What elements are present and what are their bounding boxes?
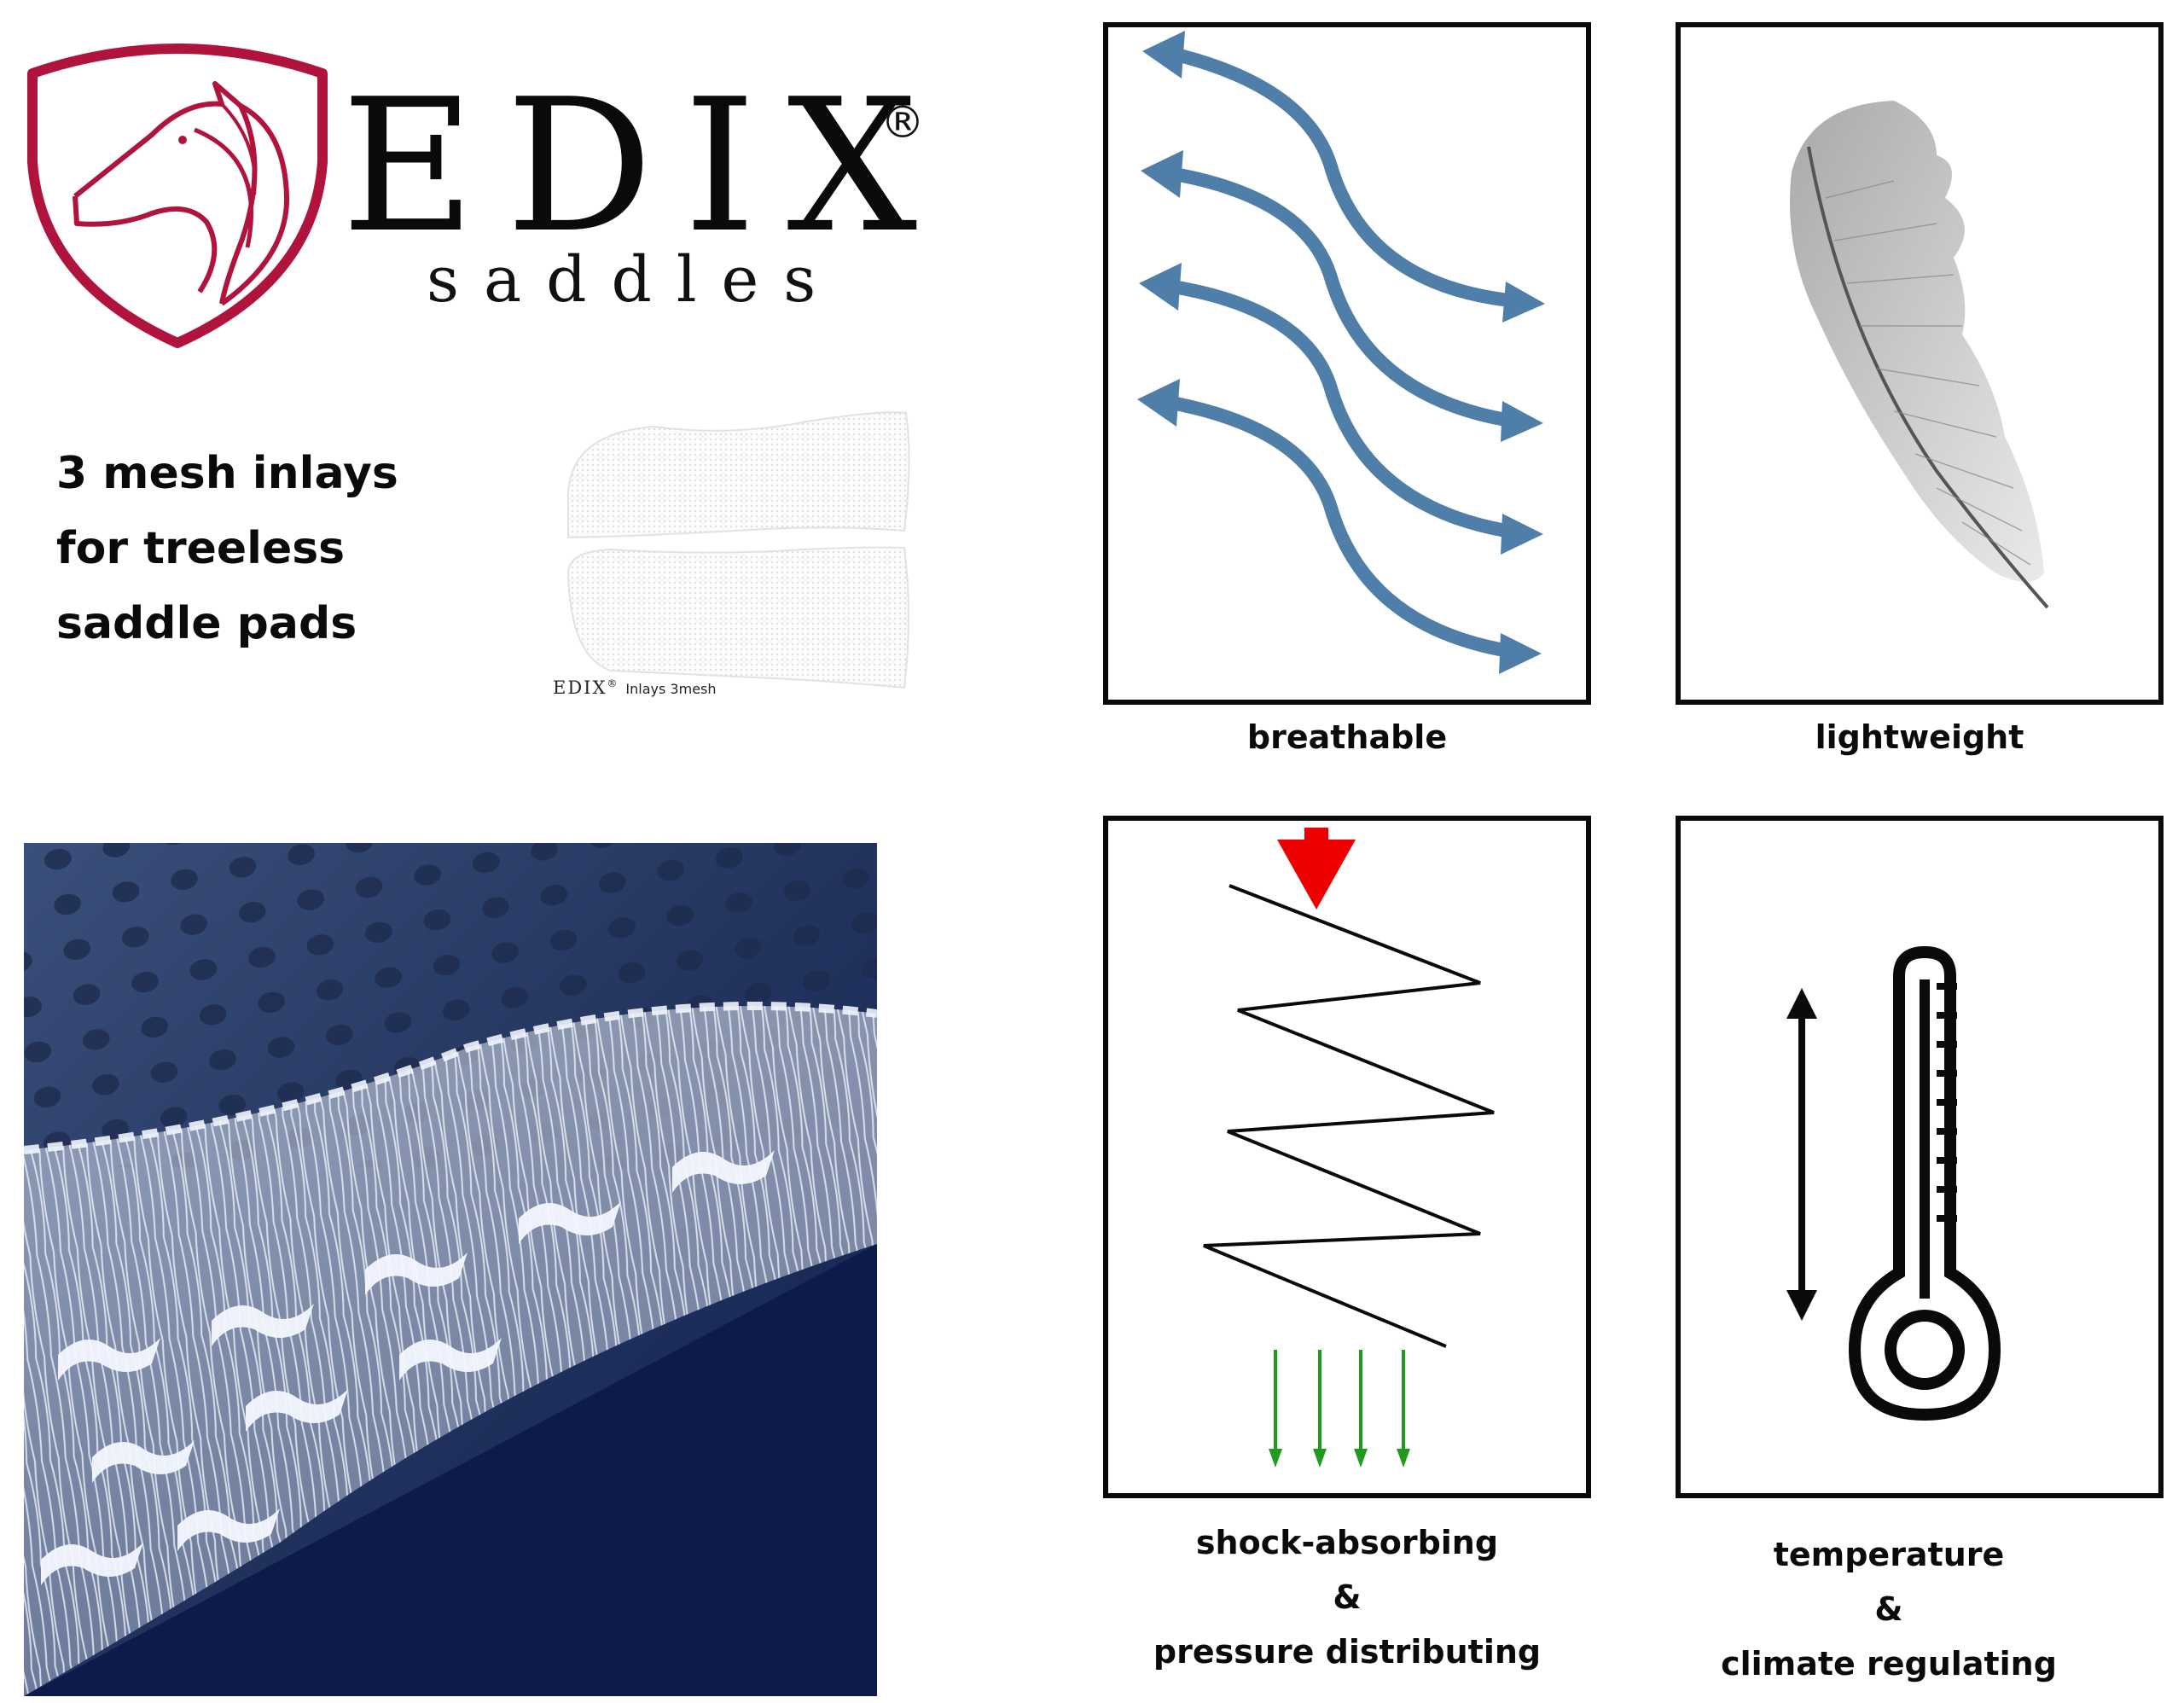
- temperature-label: temperature & climate regulating: [1676, 1527, 2102, 1698]
- temp-label-line-3: climate regulating: [1721, 1645, 2057, 1683]
- tagline-line-1: 3 mesh inlays: [56, 448, 398, 499]
- mesh-inlays-illustration: [566, 411, 910, 689]
- mesh-closeup-photo: [24, 843, 877, 1696]
- brand-name: EDIX: [341, 59, 949, 273]
- tagline-line-3: saddle pads: [56, 598, 357, 649]
- temp-label-line-1: temperature: [1773, 1536, 2005, 1573]
- inlays-caption-mark: ®: [607, 677, 619, 689]
- spring-icon: [1203, 884, 1495, 1348]
- horse-shield-logo: [27, 44, 328, 348]
- airflow-arrows-icon: [1137, 31, 1545, 674]
- lightweight-panel: [1676, 22, 2164, 705]
- lightweight-label: lightweight: [1815, 718, 2024, 756]
- breathable-panel: [1103, 22, 1591, 705]
- temp-label-line-2: &: [1874, 1590, 1903, 1628]
- inlays-caption-text: Inlays 3mesh: [625, 681, 717, 697]
- shock-label-line-2: &: [1333, 1578, 1362, 1616]
- shock-absorbing-label: shock-absorbing & pressure distributing: [1103, 1515, 1591, 1686]
- shock-label-line-3: pressure distributing: [1153, 1633, 1542, 1671]
- shock-absorbing-panel: [1103, 816, 1591, 1498]
- temperature-panel: [1676, 816, 2164, 1498]
- shock-label-line-1: shock-absorbing: [1195, 1524, 1499, 1561]
- distribution-arrows-icon: [1274, 1350, 1405, 1452]
- registered-mark: ®: [880, 97, 925, 148]
- up-down-arrow-icon: [1786, 988, 1817, 1321]
- feather-icon: [1790, 101, 2049, 609]
- inlays-caption-brand: EDIX: [553, 677, 607, 698]
- inlays-caption: EDIX® Inlays 3mesh: [553, 671, 749, 698]
- breathable-label: breathable: [1246, 718, 1448, 756]
- pressure-arrow-icon: [1277, 828, 1356, 910]
- brand-subtitle: saddles: [427, 243, 841, 317]
- tagline-line-2: for treeless: [56, 523, 346, 574]
- thermometer-icon: [1786, 945, 2001, 1421]
- spring-pressure-icon: [1203, 828, 1495, 1468]
